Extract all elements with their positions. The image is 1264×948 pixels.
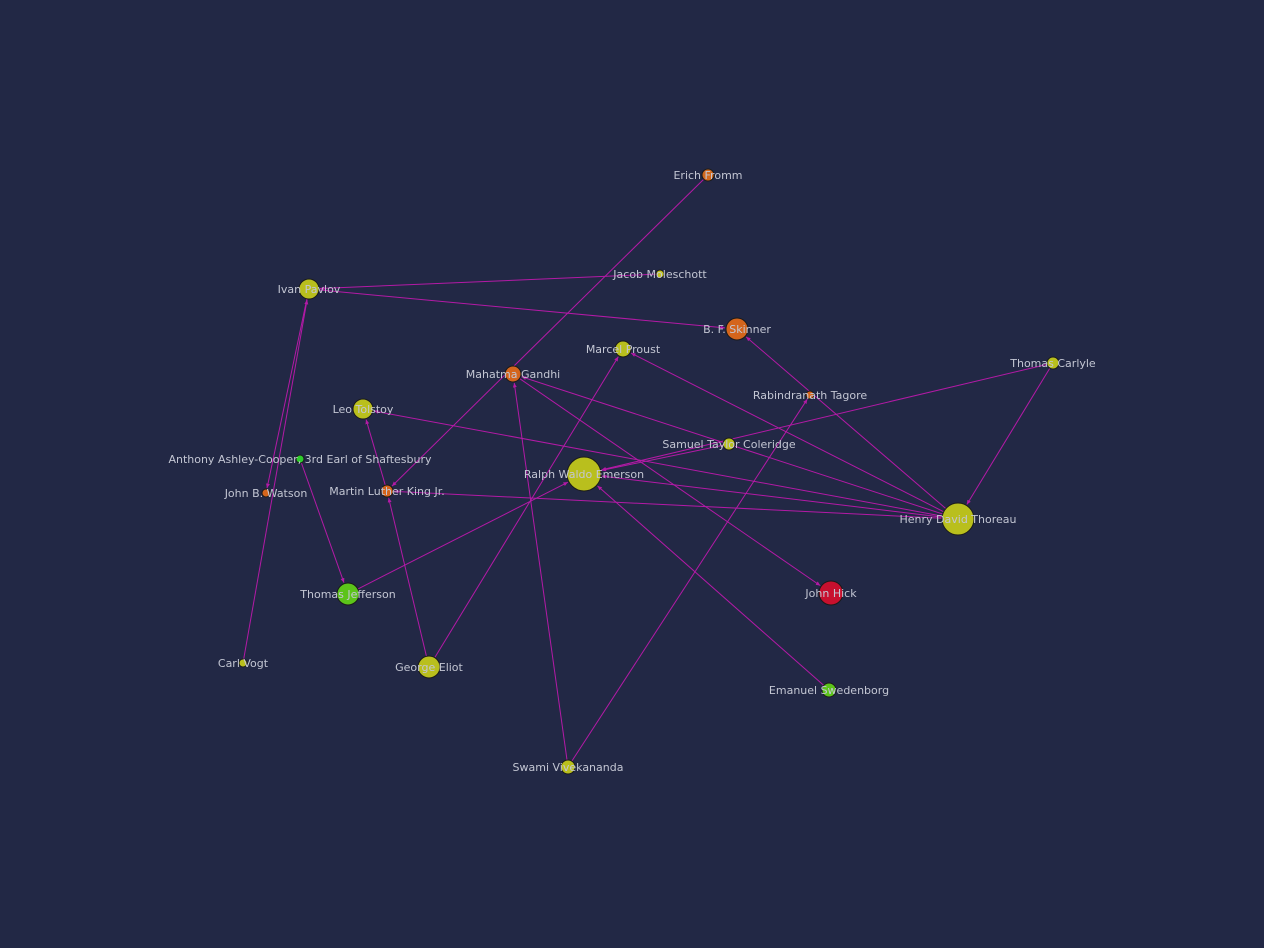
node-anthony-ashley-cooper[interactable] xyxy=(295,454,305,464)
edge-martin-luther-king-to-leo-tolstoy xyxy=(365,419,386,486)
edge-carl-vogt-to-ivan-pavlov xyxy=(243,299,309,660)
node-john-b-watson[interactable] xyxy=(261,488,271,498)
node-label-john-hick: John Hick xyxy=(804,587,857,600)
node-swami-vivekananda[interactable] xyxy=(560,759,576,775)
node-rabindranath-tagore[interactable] xyxy=(805,390,815,400)
edge-ivan-pavlov-to-john-b-watson xyxy=(266,298,308,489)
node-leo-tolstoy[interactable] xyxy=(352,398,374,420)
edge-thomas-jefferson-to-ralph-waldo-emerson xyxy=(357,481,569,590)
nodes-layer xyxy=(238,168,1060,775)
edges-layer xyxy=(243,178,1051,762)
node-samuel-taylor-coleridge[interactable] xyxy=(722,437,736,451)
edge-henry-david-thoreau-to-marcel-proust xyxy=(630,352,944,513)
node-emanuel-swedenborg[interactable] xyxy=(821,682,837,698)
node-thomas-jefferson[interactable] xyxy=(336,582,360,606)
node-thomas-carlyle[interactable] xyxy=(1046,356,1060,370)
edge-emanuel-swedenborg-to-ralph-waldo-emerson xyxy=(597,485,825,686)
edge-george-eliot-to-martin-luther-king xyxy=(387,497,427,657)
edge-jacob-moleschott-to-ivan-pavlov xyxy=(319,273,657,291)
node-bf-skinner[interactable] xyxy=(725,317,749,341)
edge-henry-david-thoreau-to-bf-skinner xyxy=(745,336,947,509)
node-jacob-moleschott[interactable] xyxy=(655,269,665,279)
edge-swami-vivekananda-to-mahatma-gandhi xyxy=(512,382,568,761)
node-label-emanuel-swedenborg: Emanuel Swedenborg xyxy=(769,684,889,697)
edge-swami-vivekananda-to-rabindranath-tagore xyxy=(571,398,808,762)
node-label-george-eliot: George Eliot xyxy=(395,661,463,674)
node-erich-fromm[interactable] xyxy=(701,168,715,182)
node-john-hick[interactable] xyxy=(818,580,844,606)
node-label-martin-luther-king: Martin Luther King Jr. xyxy=(329,485,445,498)
node-martin-luther-king[interactable] xyxy=(380,484,394,498)
node-label-ralph-waldo-emerson: Ralph Waldo Emerson xyxy=(524,468,644,481)
node-label-henry-david-thoreau: Henry David Thoreau xyxy=(900,513,1017,526)
node-label-leo-tolstoy: Leo Tolstoy xyxy=(333,403,394,416)
node-henry-david-thoreau[interactable] xyxy=(941,502,975,536)
node-label-samuel-taylor-coleridge: Samuel Taylor Coleridge xyxy=(662,438,795,451)
node-label-anthony-ashley-cooper: Anthony Ashley-Cooper, 3rd Earl of Shaft… xyxy=(168,453,432,466)
edge-mahatma-gandhi-to-john-hick xyxy=(519,378,821,587)
node-mahatma-gandhi[interactable] xyxy=(504,365,522,383)
edge-henry-david-thoreau-to-martin-luther-king xyxy=(393,489,943,519)
node-ralph-waldo-emerson[interactable] xyxy=(566,456,602,492)
node-label-carl-vogt: Carl Vogt xyxy=(218,657,269,670)
edge-george-eliot-to-marcel-proust xyxy=(434,356,619,658)
node-label-rabindranath-tagore: Rabindranath Tagore xyxy=(753,389,868,402)
edge-anthony-ashley-cooper-to-thomas-jefferson xyxy=(300,462,345,583)
edge-samuel-taylor-coleridge-to-ralph-waldo-emerson xyxy=(601,444,724,472)
node-ivan-pavlov[interactable] xyxy=(298,278,320,300)
node-label-thomas-jefferson: Thomas Jefferson xyxy=(299,588,395,601)
node-label-erich-fromm: Erich Fromm xyxy=(673,169,742,182)
node-label-mahatma-gandhi: Mahatma Gandhi xyxy=(466,368,560,381)
node-label-swami-vivekananda: Swami Vivekananda xyxy=(513,761,624,774)
node-label-marcel-proust: Marcel Proust xyxy=(586,343,661,356)
node-george-eliot[interactable] xyxy=(417,655,441,679)
node-label-john-b-watson: John B. Watson xyxy=(224,487,308,500)
edge-thomas-carlyle-to-ralph-waldo-emerson xyxy=(601,363,1048,471)
node-label-thomas-carlyle: Thomas Carlyle xyxy=(1009,357,1096,370)
edge-erich-fromm-to-martin-luther-king xyxy=(391,178,705,487)
node-label-ivan-pavlov: Ivan Pavlov xyxy=(278,283,341,296)
node-label-jacob-moleschott: Jacob Moleschott xyxy=(612,268,707,281)
edge-thomas-carlyle-to-henry-david-thoreau xyxy=(966,367,1051,505)
edge-henry-david-thoreau-to-ralph-waldo-emerson xyxy=(601,474,943,518)
node-marcel-proust[interactable] xyxy=(614,340,632,358)
edge-henry-david-thoreau-to-leo-tolstoy xyxy=(373,409,943,517)
edge-ivan-pavlov-to-bf-skinner xyxy=(318,289,726,330)
node-label-bf-skinner: B. F. Skinner xyxy=(703,323,771,336)
node-carl-vogt[interactable] xyxy=(238,658,248,668)
